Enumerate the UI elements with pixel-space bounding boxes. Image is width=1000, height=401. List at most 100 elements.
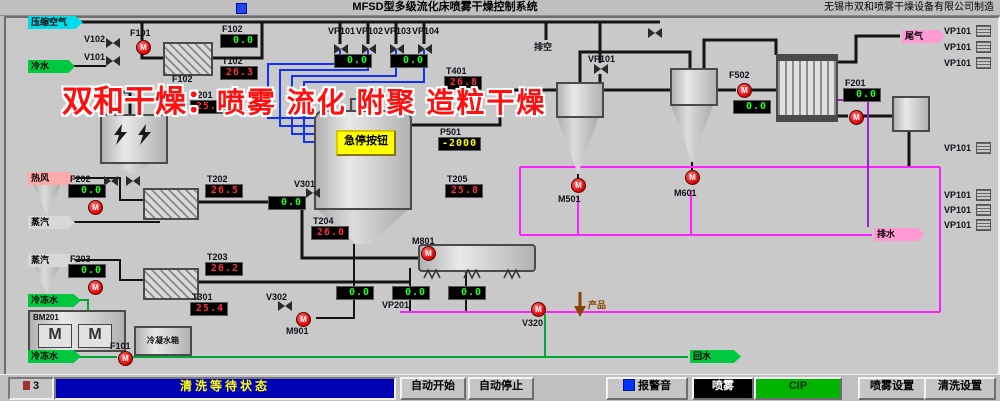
pump-icon[interactable]: M: [88, 280, 103, 295]
equipment-label: VP101: [944, 26, 972, 36]
pump-icon[interactable]: M: [531, 302, 546, 317]
value-display: 25.8: [445, 184, 483, 198]
stream-flag: 排水: [874, 228, 925, 241]
valve-icon[interactable]: [418, 44, 432, 54]
damper-icon[interactable]: [976, 57, 991, 69]
pump-icon[interactable]: M: [685, 170, 700, 185]
pump-icon[interactable]: M: [118, 351, 133, 366]
watermark: 双和干燥：喷雾 流化 附聚 造粒干燥: [62, 76, 546, 121]
damper-icon[interactable]: [976, 219, 991, 231]
valve-icon[interactable]: [390, 44, 404, 54]
damper-icon[interactable]: [976, 142, 991, 154]
equipment-label: M801: [412, 236, 435, 246]
equipment-label: M901: [286, 326, 309, 336]
motor-icon: M: [38, 324, 72, 348]
value-display: 0.0: [268, 196, 306, 210]
emergency-stop-button[interactable]: 急停按钮: [336, 130, 396, 156]
auto-start-button[interactable]: 自动开始: [400, 377, 466, 400]
equipment-label: M501: [558, 194, 581, 204]
pump-icon[interactable]: M: [136, 40, 151, 55]
damper-icon[interactable]: [976, 189, 991, 201]
pump-icon[interactable]: M: [88, 200, 103, 215]
display-label: T401: [446, 66, 467, 76]
value-display: 26.8: [444, 76, 482, 90]
pump-icon[interactable]: M: [421, 246, 436, 261]
alarm-sound-button[interactable]: 报警音: [606, 377, 688, 400]
valve-icon[interactable]: [106, 38, 120, 48]
button-label: 喷雾设置: [870, 380, 914, 392]
cip-button[interactable]: CIP: [754, 377, 842, 400]
value-display: 0.0: [68, 184, 106, 198]
stream-flag: 热风: [28, 172, 75, 185]
pump-icon[interactable]: M: [849, 110, 864, 125]
equipment-label: V302: [266, 292, 288, 302]
valve-icon[interactable]: [648, 28, 662, 38]
tank-label: 冷凝水箱: [147, 336, 179, 345]
value-display: 0.0: [733, 100, 771, 114]
stream-flag: 冷水: [28, 60, 75, 73]
equipment-label: F101: [110, 341, 131, 351]
equipment-label: F502: [729, 70, 750, 80]
value-display: 26.5: [205, 184, 243, 198]
stream-flag: 蒸汽: [28, 254, 75, 267]
valve-icon[interactable]: [594, 64, 608, 74]
stream-flag: 尾气: [902, 30, 945, 43]
spray-settings-button[interactable]: 喷雾设置: [858, 377, 926, 400]
valve-icon[interactable]: [278, 301, 292, 311]
valve-icon[interactable]: [104, 176, 118, 186]
stream-flag: 回水: [690, 350, 741, 363]
equipment-label: 排空: [534, 42, 553, 52]
damper-icon[interactable]: [976, 41, 991, 53]
button-label: 自动开始: [411, 380, 455, 392]
button-label: 报警音: [638, 380, 671, 392]
equipment-label: V101: [84, 52, 106, 62]
watermark-slogan: 喷雾 流化 附聚 造粒干燥: [217, 87, 547, 118]
damper-icon[interactable]: [976, 204, 991, 216]
display-label: T201: [192, 90, 213, 100]
valve-icon[interactable]: [362, 44, 376, 54]
air-heater-2: [143, 188, 199, 220]
condenser: [776, 54, 838, 122]
damper-icon[interactable]: [976, 25, 991, 37]
chiller-label: BM201: [33, 313, 59, 322]
exhaust-filter: [892, 96, 930, 132]
pulse-lightning-icon: [114, 124, 151, 145]
motor-icon: M: [78, 324, 112, 348]
air-heater-3: [143, 268, 199, 300]
pump-icon[interactable]: M: [296, 312, 311, 327]
display-label: T204: [313, 216, 334, 226]
spray-button[interactable]: 喷雾: [692, 377, 754, 400]
stream-flag: 压缩空气: [28, 16, 83, 29]
value-display: 26.3: [220, 66, 258, 80]
auto-stop-button[interactable]: 自动停止: [468, 377, 534, 400]
display-label: T205: [447, 174, 468, 184]
equipment-label: VP101: [588, 54, 616, 64]
display-label: T203: [207, 252, 228, 262]
valve-icon[interactable]: [106, 56, 120, 66]
button-label: CIP: [788, 380, 808, 392]
status-bar: 清洗等待状态: [54, 377, 396, 400]
value-display: 25.9: [190, 100, 228, 114]
counter-value: 3: [32, 380, 40, 392]
value-display: -2000: [438, 137, 482, 151]
valve-icon[interactable]: [126, 176, 140, 186]
titlebar: MFSD型多级流化床喷雾干燥控制系统 无锡市双和喷雾干燥设备有限公司制造: [0, 0, 1000, 16]
stream-flag: 冷冻水: [28, 350, 81, 363]
alarm-counter: 3: [8, 377, 54, 400]
display-label: F202: [70, 174, 91, 184]
value-display: 0.0: [68, 264, 106, 278]
display-label: T202: [207, 174, 228, 184]
equipment-label: F102: [172, 74, 193, 84]
valve-icon[interactable]: [306, 188, 320, 198]
clean-settings-button[interactable]: 清洗设置: [924, 377, 996, 400]
pump-icon[interactable]: M: [737, 83, 752, 98]
value-display: 25.4: [190, 302, 228, 316]
display-label: F201: [845, 78, 866, 88]
equipment-label: VP103: [384, 26, 412, 36]
valve-icon[interactable]: [334, 44, 348, 54]
equipment-label: F101: [130, 28, 151, 38]
fluid-bed-springs: [423, 268, 521, 280]
pump-icon[interactable]: M: [571, 178, 586, 193]
